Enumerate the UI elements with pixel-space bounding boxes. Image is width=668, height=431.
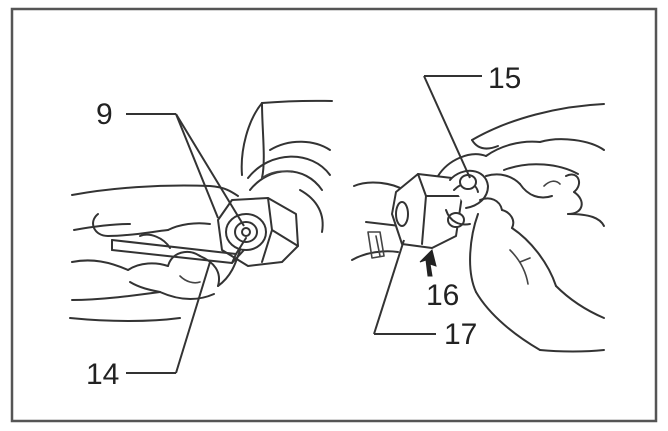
callout-14: 14: [86, 261, 211, 391]
callout-17-label: 17: [444, 318, 477, 351]
callout-15-label: 15: [488, 62, 521, 95]
callout-16-label: 16: [426, 279, 459, 312]
callout-17: 17: [373, 239, 477, 351]
callout-16: 16: [419, 249, 459, 312]
callout-9-label: 9: [96, 98, 113, 131]
right-illustration: [351, 103, 605, 353]
arrow-up-icon: [419, 249, 437, 277]
callout-15: 15: [423, 62, 521, 179]
figure-frame: [10, 7, 658, 423]
callout-14-label: 14: [86, 358, 119, 391]
callout-9: 9: [96, 98, 245, 227]
